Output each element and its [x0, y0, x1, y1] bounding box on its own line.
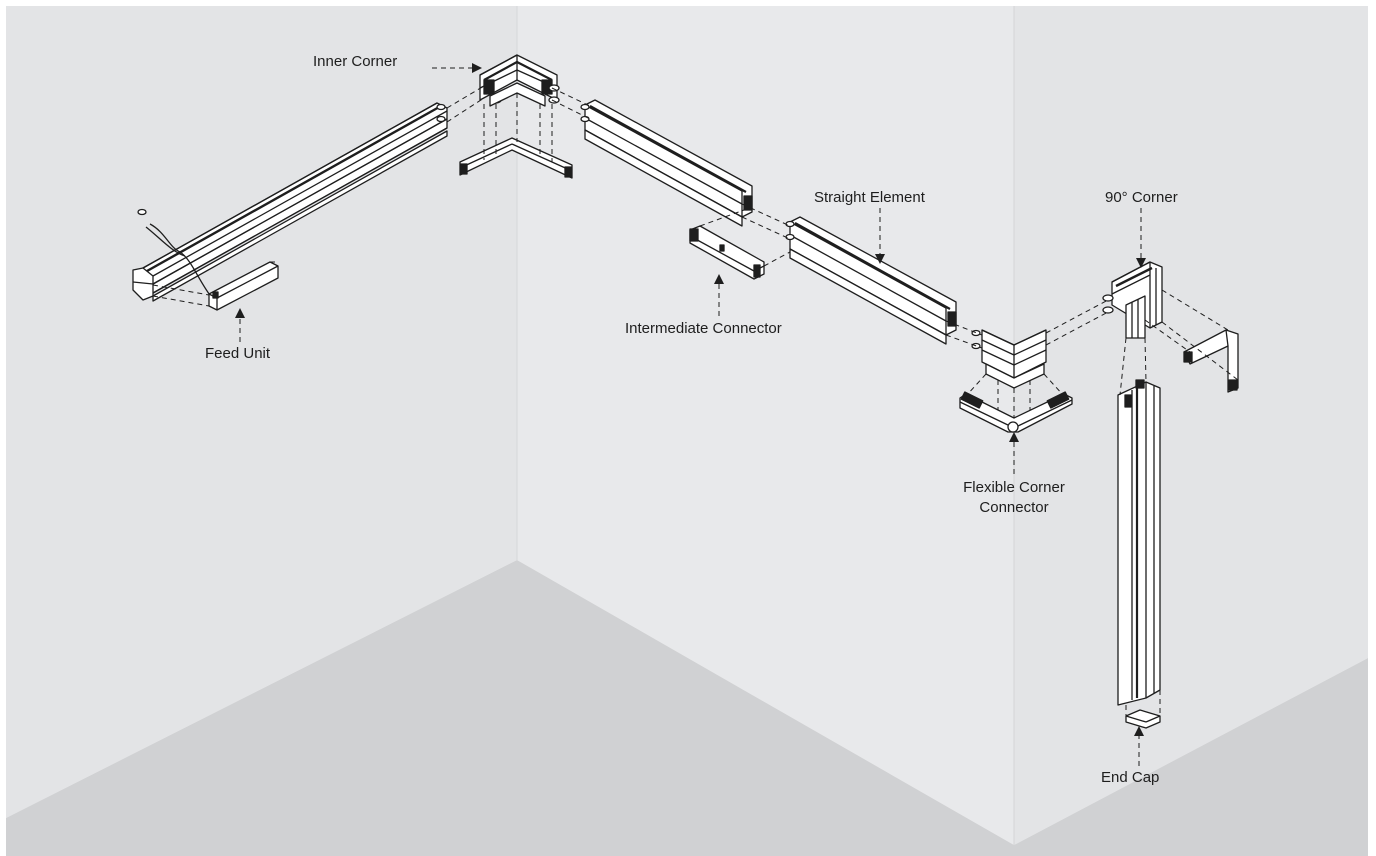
intermediate-connector-label: Intermediate Connector [625, 320, 782, 337]
left-wall [6, 6, 517, 818]
vertical-rail [1117, 379, 1161, 706]
outer-corner-part [971, 329, 1047, 389]
alignment-lines [152, 85, 1239, 716]
straight-element-label: Straight Element [814, 189, 925, 206]
inner-corner-part [479, 54, 560, 107]
end-cap-label: End Cap [1101, 769, 1160, 786]
flexible-corner-label: Flexible Corner Connector [944, 478, 1084, 518]
intermediate-connector-part [689, 225, 765, 280]
callout-arrows [239, 67, 1142, 766]
power-cable [137, 208, 213, 299]
end-cap-part [1125, 709, 1161, 729]
arrow-heads [235, 63, 1146, 736]
flexible-corner-connector-part [959, 391, 1073, 433]
inner-corner-connector-part [459, 137, 573, 179]
right-wall [1014, 6, 1368, 845]
flexible-corner-label-line1: Flexible Corner [963, 479, 1065, 496]
corner-90-part [1102, 261, 1163, 339]
flexible-corner-label-line2: Connector [979, 499, 1049, 516]
corner-90-label: 90° Corner [1105, 189, 1178, 206]
floor [6, 560, 1368, 856]
left-straight-rail [132, 102, 448, 302]
middle-straight-rail [580, 99, 753, 227]
straight-element-part [785, 216, 957, 345]
feed-unit-label: Feed Unit [205, 345, 271, 362]
inner-corner-label: Inner Corner [313, 53, 398, 70]
middle-wall [517, 6, 1014, 845]
right-angle-connector-part [1183, 329, 1239, 393]
